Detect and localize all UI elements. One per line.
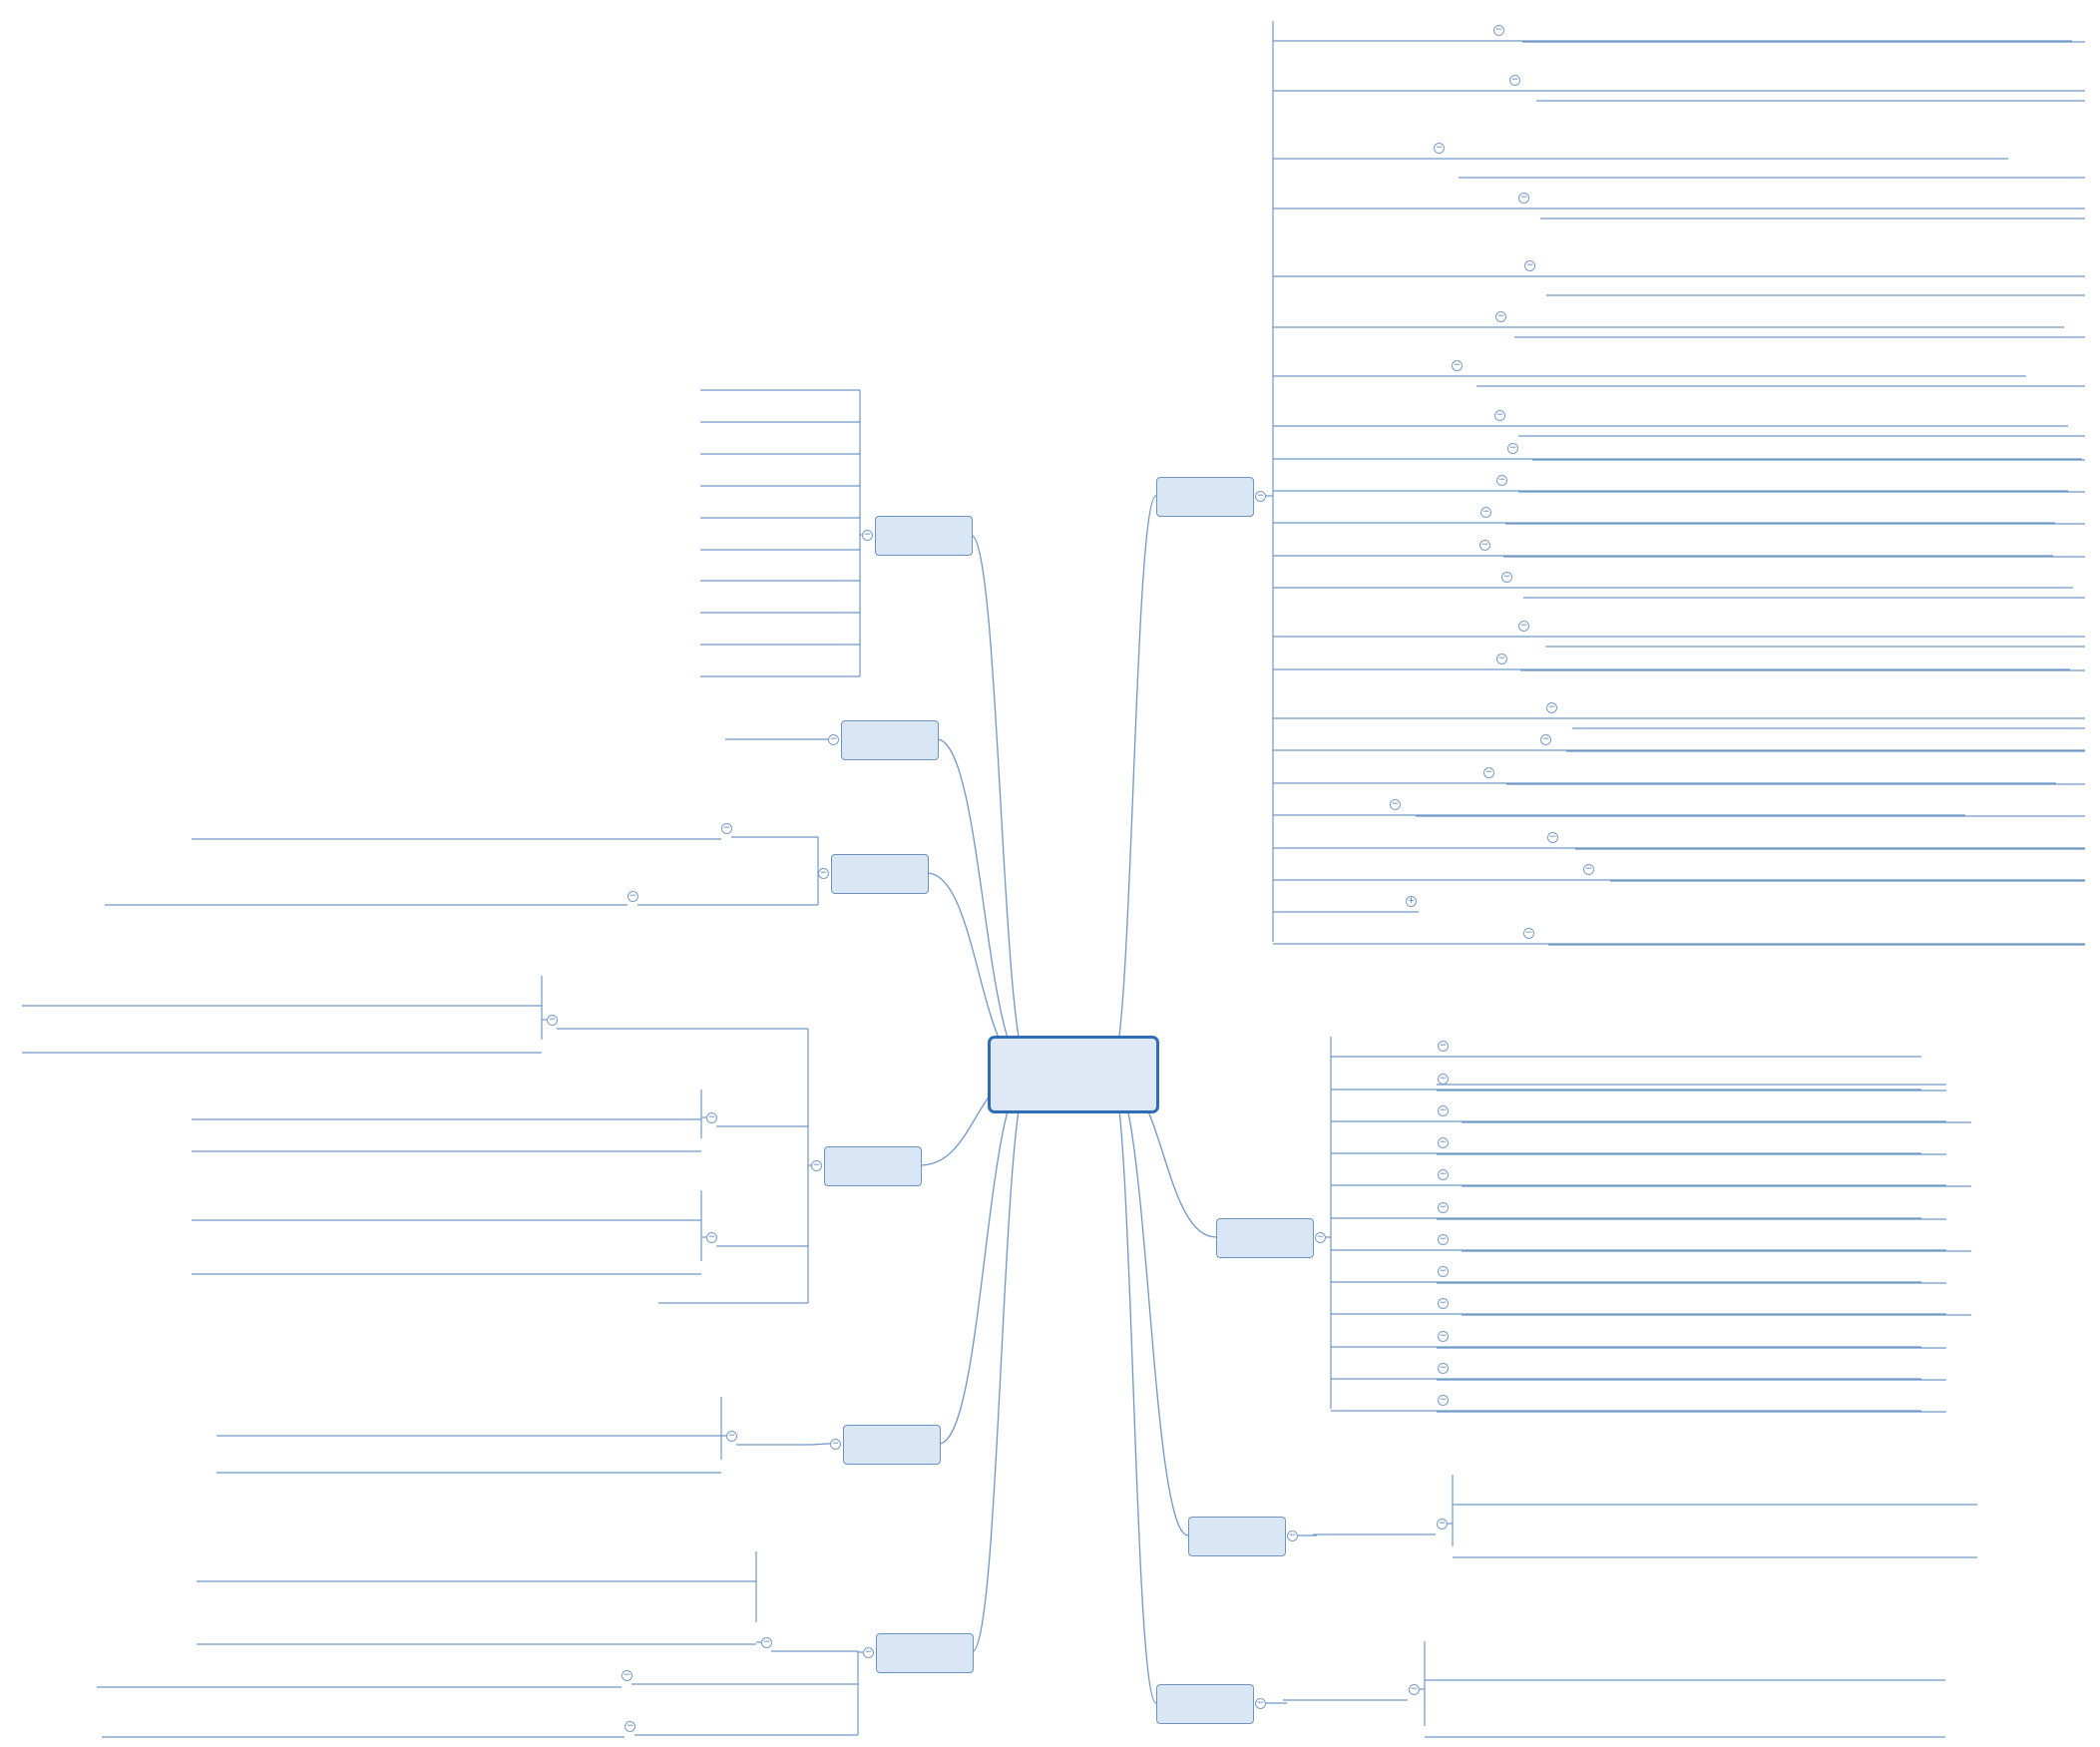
kucun-item-toggle[interactable]: − — [706, 1112, 717, 1123]
kucun-item-toggle[interactable]: − — [547, 1015, 558, 1026]
branch-xitong[interactable] — [1216, 1218, 1314, 1258]
branch-rizhi[interactable] — [841, 720, 939, 760]
caigou-item-toggle[interactable]: − — [1437, 1519, 1448, 1529]
branch-lingshou[interactable] — [876, 1633, 974, 1673]
jichu-item-toggle[interactable]: − — [1479, 540, 1490, 551]
branch-caiwu[interactable] — [831, 854, 929, 894]
jichu-item-toggle[interactable]: + — [1406, 896, 1417, 907]
jichu-item-toggle[interactable]: − — [1496, 654, 1507, 664]
xiaoshou-item-toggle[interactable]: − — [1409, 1684, 1420, 1695]
jichu-item-toggle[interactable]: − — [1434, 143, 1445, 154]
branch-caigou[interactable] — [1188, 1517, 1286, 1556]
jichu-item-toggle[interactable]: − — [1452, 360, 1463, 371]
xitong-item-toggle[interactable]: − — [1438, 1202, 1449, 1213]
lingshou-item-toggle[interactable]: − — [625, 1721, 635, 1732]
jichu-item-toggle[interactable]: − — [1583, 864, 1594, 875]
jichu-item-toggle[interactable]: − — [1501, 572, 1512, 583]
jichu-item-toggle[interactable]: − — [1496, 475, 1507, 486]
xiaoshou-toggle[interactable]: − — [1255, 1698, 1266, 1709]
jichu-item-toggle[interactable]: − — [1495, 311, 1506, 322]
caiwu-toggle[interactable]: − — [818, 868, 829, 879]
xitong-item-toggle[interactable]: − — [1438, 1105, 1449, 1116]
xitong-item-toggle[interactable]: − — [1438, 1137, 1449, 1148]
xitong-item-toggle[interactable]: − — [1438, 1298, 1449, 1309]
jichu-item-toggle[interactable]: − — [1518, 621, 1529, 632]
xitong-item-toggle[interactable]: − — [1438, 1041, 1449, 1052]
lingshou-item-toggle[interactable]: − — [761, 1637, 772, 1648]
baobiao-toggle[interactable]: − — [862, 530, 873, 541]
branch-kucun[interactable] — [824, 1146, 922, 1186]
jichu-item-toggle[interactable]: − — [1523, 928, 1534, 939]
jichu-item-toggle[interactable]: − — [1509, 75, 1520, 86]
jichu-item-toggle[interactable]: − — [1540, 734, 1551, 745]
jichu-item-toggle[interactable]: − — [1494, 410, 1505, 421]
rizhi-toggle[interactable]: − — [828, 734, 839, 745]
lingshou-toggle[interactable]: − — [863, 1647, 874, 1658]
caiwu-item-toggle[interactable]: − — [628, 891, 638, 902]
branch-xiaoshou[interactable] — [1156, 1684, 1254, 1724]
jichu-item-toggle[interactable]: − — [1480, 507, 1491, 518]
jichu-item-toggle[interactable]: − — [1547, 832, 1558, 843]
jichu-item-toggle[interactable]: − — [1390, 799, 1401, 810]
kucun-item-toggle[interactable]: − — [706, 1232, 717, 1243]
xitong-item-toggle[interactable]: − — [1438, 1331, 1449, 1342]
jichu-item-toggle[interactable]: − — [1524, 260, 1535, 271]
xitong-item-toggle[interactable]: − — [1438, 1395, 1449, 1406]
xitong-item-toggle[interactable]: − — [1438, 1234, 1449, 1245]
jichu-item-toggle[interactable]: − — [1493, 25, 1504, 36]
branch-baobiao[interactable] — [875, 516, 973, 556]
xitong-item-toggle[interactable]: − — [1438, 1266, 1449, 1277]
lingshou-item-toggle[interactable]: − — [622, 1670, 632, 1681]
diaobo-item-toggle[interactable]: − — [726, 1431, 737, 1442]
jichu-item-toggle[interactable]: − — [1546, 702, 1557, 713]
xitong-item-toggle[interactable]: − — [1438, 1363, 1449, 1374]
jichu-item-toggle[interactable]: − — [1518, 193, 1529, 204]
kucun-toggle[interactable]: − — [811, 1160, 822, 1171]
xitong-item-toggle[interactable]: − — [1438, 1074, 1449, 1085]
diaobo-toggle[interactable]: − — [830, 1439, 841, 1450]
caiwu-item-toggle[interactable]: − — [721, 823, 732, 834]
caigou-toggle[interactable]: − — [1287, 1530, 1298, 1541]
branch-diaobo[interactable] — [843, 1425, 941, 1465]
xitong-item-toggle[interactable]: − — [1438, 1169, 1449, 1180]
branch-jichu[interactable] — [1156, 477, 1254, 517]
root-node[interactable] — [988, 1036, 1159, 1113]
jichu-toggle[interactable]: − — [1255, 491, 1266, 502]
xitong-toggle[interactable]: − — [1315, 1232, 1326, 1243]
jichu-item-toggle[interactable]: − — [1483, 767, 1494, 778]
jichu-item-toggle[interactable]: − — [1507, 443, 1518, 454]
